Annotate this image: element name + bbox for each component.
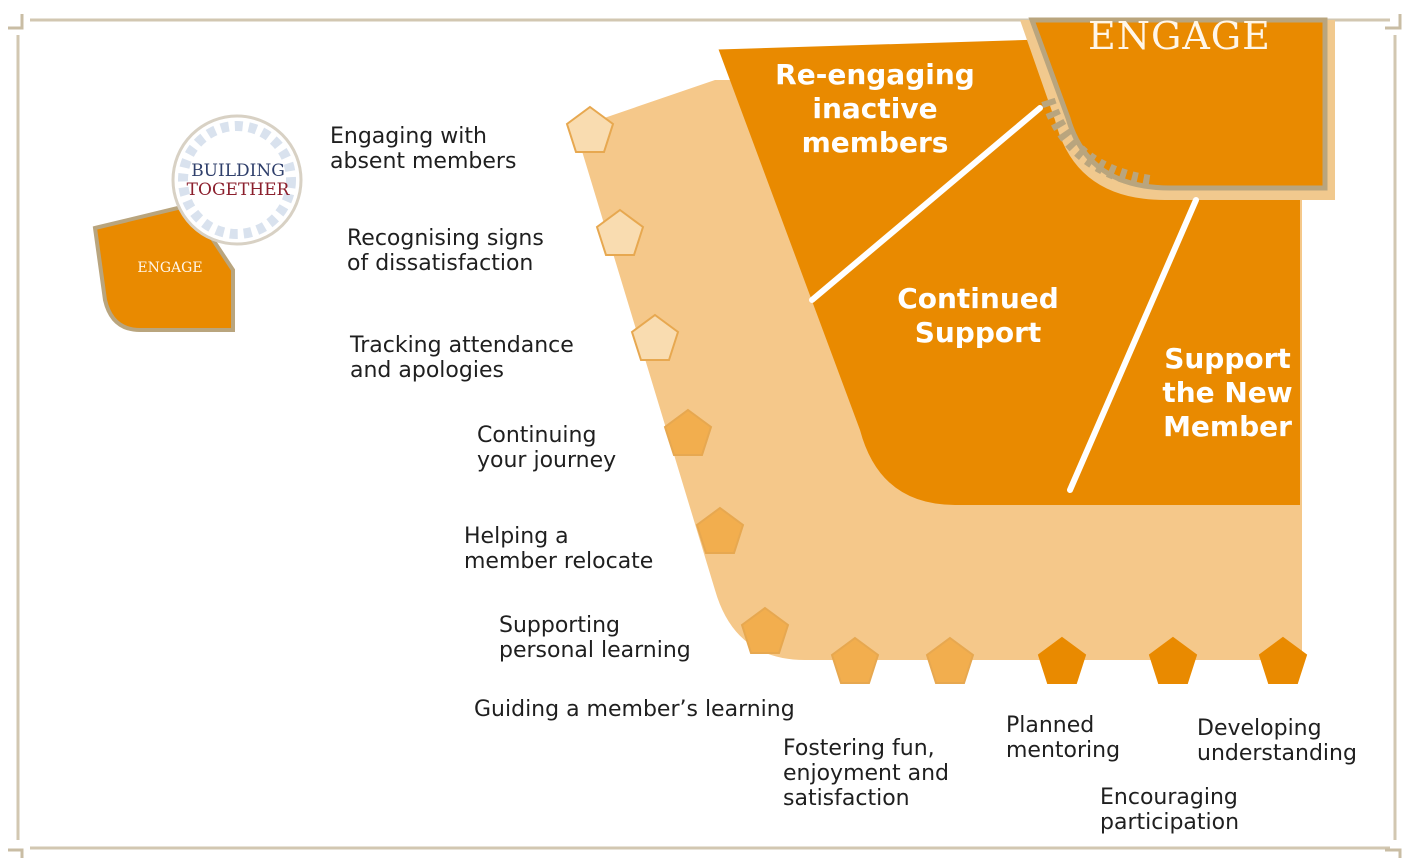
step-marker-9: [1037, 636, 1087, 684]
step-marker-2: [595, 208, 645, 256]
step-marker-8: [925, 636, 975, 684]
step-marker-4: [663, 408, 713, 456]
step-label-5: Helping a member relocate: [464, 524, 654, 574]
step-marker-10: [1148, 636, 1198, 684]
step-marker-7: [830, 636, 880, 684]
step-label-2: Recognising signs of dissatisfaction: [347, 226, 544, 276]
step-marker-5: [695, 506, 745, 554]
step-label-1: Engaging with absent members: [330, 124, 517, 174]
step-marker-11: [1258, 636, 1308, 684]
logo-together: TOGETHER: [186, 180, 290, 200]
segment-re-engaging: Re-engaging inactive members: [775, 58, 975, 159]
segment-continued-support: Continued Support: [897, 282, 1059, 349]
step-marker-1: [565, 105, 615, 153]
step-label-11: Developing understanding: [1197, 716, 1357, 766]
divider-line-right: [1067, 197, 1199, 493]
logo-engage-badge: ENGAGE: [137, 260, 203, 276]
divider-line-left: [809, 105, 1043, 303]
step-label-3: Tracking attendance and apologies: [350, 333, 574, 383]
engage-title: ENGAGE: [1088, 14, 1271, 58]
step-label-7: Guiding a member’s learning: [474, 697, 795, 722]
step-label-6: Supporting personal learning: [499, 613, 691, 663]
step-label-4: Continuing your journey: [477, 423, 617, 473]
segment-support-new-member: Support the New Member: [1162, 342, 1293, 443]
step-label-9: Planned mentoring: [1006, 713, 1121, 763]
step-label-10: Encouraging participation: [1100, 785, 1240, 835]
building-together-logo: [92, 114, 303, 332]
logo-building: BUILDING: [191, 161, 285, 181]
step-marker-6: [740, 606, 790, 654]
engage-title-plate: [1020, 17, 1335, 200]
step-markers: [565, 105, 1308, 684]
decorative-frame: [8, 14, 1402, 858]
step-marker-3: [630, 313, 680, 361]
step-label-8: Fostering fun, enjoyment and satisfactio…: [783, 736, 949, 811]
